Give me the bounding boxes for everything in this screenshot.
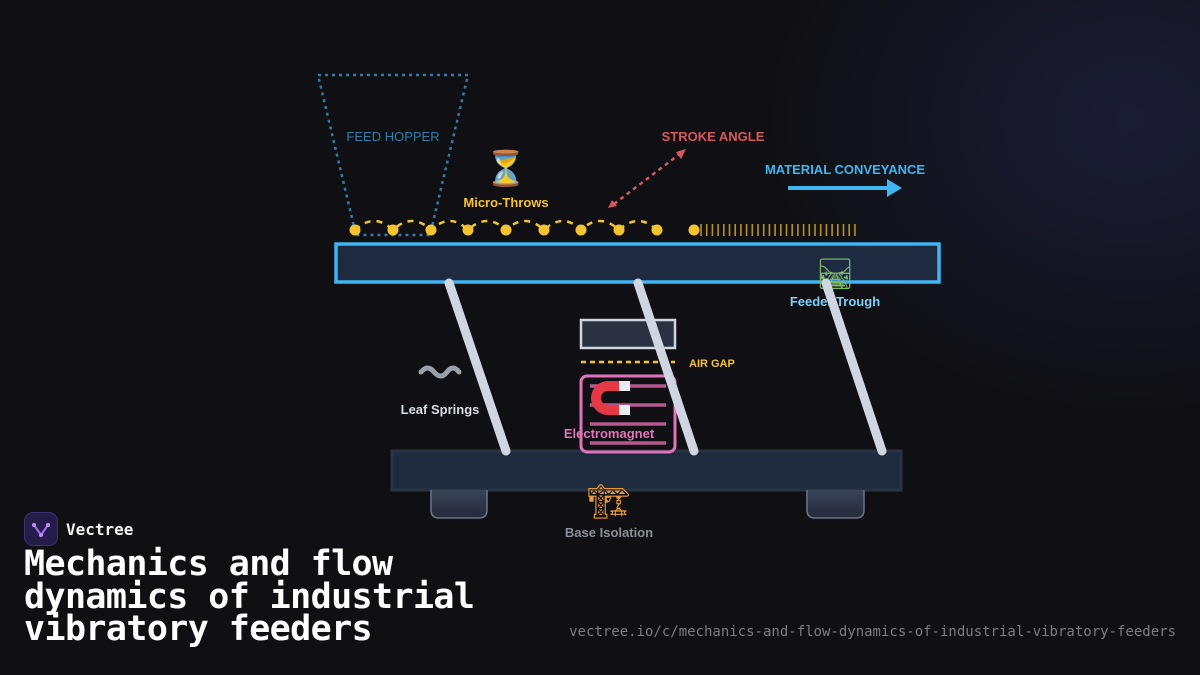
material-particle	[500, 224, 512, 236]
base-isolation-label: Base Isolation	[565, 525, 653, 540]
horseshoe-magnet-icon	[591, 381, 630, 415]
isolation-foot-right	[806, 490, 865, 519]
leaf-spring-right	[821, 278, 887, 456]
isolation-foot-left	[430, 490, 488, 519]
leaf-springs-label: Leaf Springs	[401, 402, 480, 417]
material-particle	[613, 224, 625, 236]
material-particle	[538, 224, 550, 236]
stroke-angle-label: STROKE ANGLE	[662, 129, 765, 144]
air-gap-label: AIR GAP	[689, 358, 735, 370]
electromagnet-core	[579, 374, 677, 454]
material-particle	[425, 224, 437, 236]
stroke-angle: STROKE ANGLE	[608, 129, 765, 208]
feed-hopper-label: FEED HOPPER	[346, 129, 439, 144]
material-particle	[462, 224, 474, 236]
material-particle	[651, 224, 663, 236]
electromagnet-label: Electromagnet	[564, 426, 655, 441]
material-conveyance-label: MATERIAL CONVEYANCE	[765, 162, 925, 177]
feed-hopper: FEED HOPPER	[316, 73, 470, 237]
material-particles	[349, 224, 700, 236]
feeder-trough	[334, 242, 941, 284]
material-stream	[700, 224, 856, 236]
page-title: Mechanics and flow dynamics of industria…	[24, 544, 475, 649]
conveyance-arrowhead	[887, 179, 902, 197]
construction-crane-icon: 🏗	[587, 482, 630, 522]
base-mass	[390, 449, 903, 492]
wavy-dash-icon	[418, 365, 462, 379]
micro-throws: ⏳ Micro-Throws	[463, 149, 548, 210]
brand-name: Vectree	[66, 519, 134, 539]
leaf-springs: Leaf Springs	[401, 278, 887, 456]
material-particle	[349, 224, 361, 236]
material-particle	[575, 224, 587, 236]
leaf-spring-left	[444, 278, 511, 456]
micro-throws-label: Micro-Throws	[463, 195, 548, 210]
material-particle	[688, 224, 700, 236]
brand: Vectree	[24, 512, 133, 546]
railway-track-icon: 🛤	[816, 257, 854, 292]
base-isolation: 🏗 Base Isolation	[390, 449, 903, 540]
material-particle	[387, 224, 399, 236]
hourglass-icon: ⏳	[485, 149, 527, 189]
leaf-spring-center	[633, 278, 699, 456]
vectree-logo-icon	[24, 512, 58, 546]
material-conveyance: MATERIAL CONVEYANCE	[765, 162, 925, 197]
page-url: vectree.io/c/mechanics-and-flow-dynamics…	[569, 624, 1176, 640]
